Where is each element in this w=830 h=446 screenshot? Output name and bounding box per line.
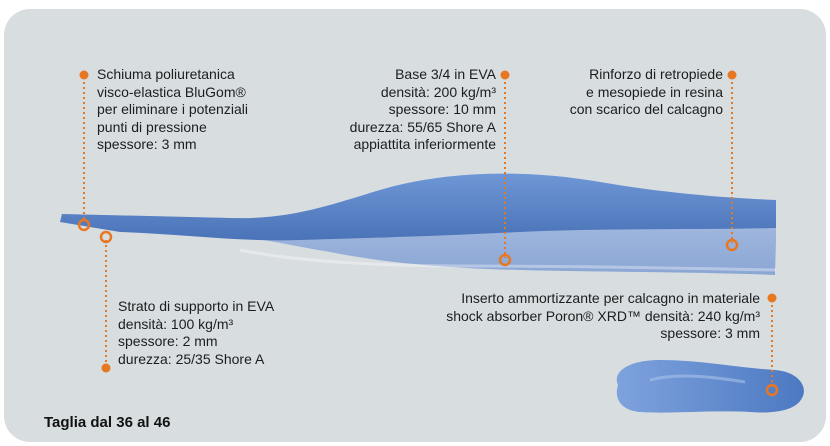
support-marker-dot <box>101 363 111 373</box>
base-marker-dot <box>500 70 510 80</box>
insole-side-icon <box>60 173 777 275</box>
heel-insert-label: Inserto ammortizzante per calcagno in ma… <box>446 290 760 342</box>
heel-insert-ring-marker <box>765 383 779 397</box>
size-range-title: Taglia dal 36 al 46 <box>44 414 171 431</box>
reinforcement-ring-marker <box>725 238 739 252</box>
support-layer-label: Strato di supporto in EVA densità: 100 k… <box>118 298 275 367</box>
foam-marker-dot <box>79 70 89 80</box>
foam-layer-label: Schiuma poliuretanica visco-elastica Blu… <box>97 66 248 153</box>
base-layer-label: Base 3/4 in EVA densità: 200 kg/m³ spess… <box>349 66 496 153</box>
heel-insert-marker-dot <box>767 293 777 303</box>
insole-bottom-icon <box>616 360 804 413</box>
support-ring-marker <box>99 230 113 244</box>
base-ring-marker <box>498 253 512 267</box>
reinforcement-marker-dot <box>727 70 737 80</box>
reinforcement-label: Rinforzo di retropiede e mesopiede in re… <box>569 66 723 118</box>
foam-ring-marker <box>77 218 91 232</box>
